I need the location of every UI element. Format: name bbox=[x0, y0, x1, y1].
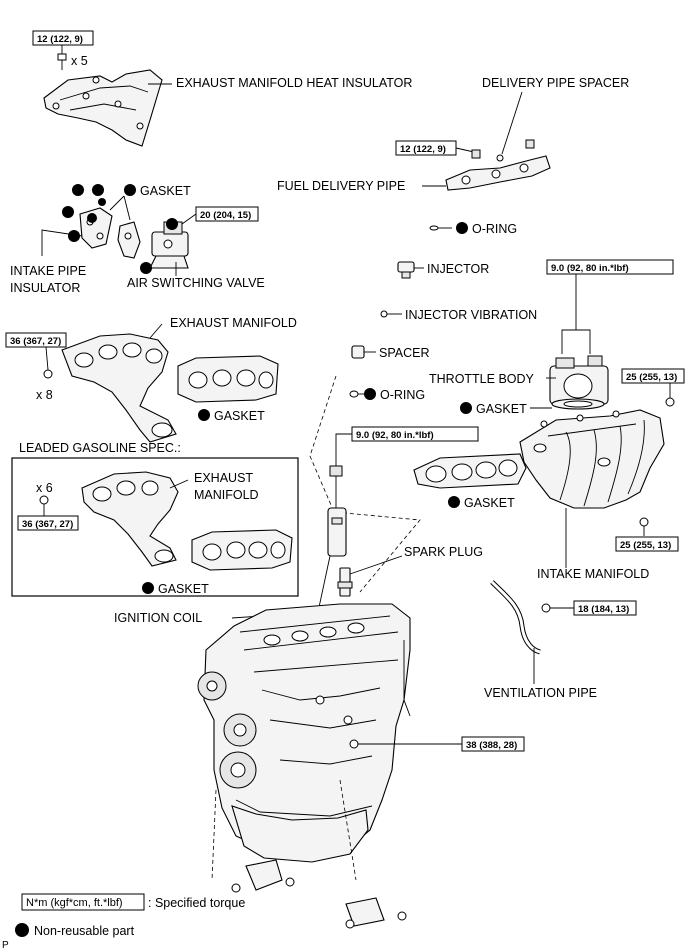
engine-mount-bracket-left bbox=[231, 859, 295, 893]
non-reusable-marker bbox=[124, 184, 136, 196]
ignition-coil bbox=[327, 465, 347, 557]
torque-box-exhaust-manifold-leaded bbox=[17, 515, 79, 531]
leaded-spec-box bbox=[11, 457, 299, 597]
non-reusable-marker bbox=[364, 388, 376, 400]
torque-ventilation-pipe: 18 (184, 13) bbox=[578, 604, 629, 615]
label-exhaust-manifold-heat-insulator: EXHAUST MANIFOLD HEAT INSULATOR bbox=[176, 76, 412, 90]
label-delivery-pipe-spacer: DELIVERY PIPE SPACER bbox=[482, 76, 629, 90]
non-reusable-marker bbox=[456, 222, 468, 234]
label-o-ring-mid: O-RING bbox=[380, 388, 425, 402]
label-gasket-exhaust: GASKET bbox=[214, 409, 265, 423]
injector bbox=[397, 261, 415, 279]
label-injector-vibration: INJECTOR VIBRATION bbox=[405, 308, 537, 322]
gasket-leaded bbox=[191, 529, 293, 571]
label-leaded-spec: LEADED GASOLINE SPEC.: bbox=[19, 441, 181, 455]
label-gasket-top: GASKET bbox=[140, 184, 191, 198]
label-gasket-throttle: GASKET bbox=[476, 402, 527, 416]
air-switching-valve bbox=[149, 221, 189, 269]
intake-pipe-insulator bbox=[79, 207, 113, 249]
throttle-body bbox=[549, 355, 609, 405]
label-exhaust-manifold-leaded-1: EXHAUST bbox=[194, 471, 253, 485]
torque-intake-manifold-upper: 25 (255, 13) bbox=[626, 372, 677, 383]
non-reusable-marker bbox=[460, 402, 472, 414]
label-gasket-intake: GASKET bbox=[464, 496, 515, 510]
corner-code: P bbox=[2, 940, 9, 951]
qty-x6: x 6 bbox=[36, 481, 53, 495]
torque-box-ventilation-pipe bbox=[573, 600, 637, 616]
torque-exhaust-manifold: 36 (367, 27) bbox=[10, 336, 61, 347]
label-o-ring-top: O-RING bbox=[472, 222, 517, 236]
non-reusable-marker bbox=[448, 496, 460, 508]
non-reusable-marker bbox=[142, 582, 154, 594]
label-intake-manifold: INTAKE MANIFOLD bbox=[537, 567, 649, 581]
spark-plug bbox=[337, 567, 353, 597]
non-reusable-marker bbox=[140, 262, 152, 274]
exhaust-gasket bbox=[177, 355, 279, 403]
label-spark-plug: SPARK PLUG bbox=[404, 545, 483, 559]
spacer bbox=[351, 345, 365, 359]
label-intake-pipe-1: INTAKE PIPE bbox=[10, 264, 86, 278]
throttle-gasket bbox=[551, 398, 605, 410]
torque-delivery-pipe: 12 (122, 9) bbox=[400, 144, 446, 155]
torque-box-exhaust-manifold bbox=[5, 332, 67, 348]
torque-engine-mount: 38 (388, 28) bbox=[466, 740, 517, 751]
torque-exhaust-manifold-leaded: 36 (367, 27) bbox=[22, 519, 73, 530]
label-fuel-delivery-pipe: FUEL DELIVERY PIPE bbox=[277, 179, 405, 193]
bolt-icon bbox=[57, 53, 67, 70]
engine-block bbox=[197, 603, 411, 863]
label-gasket-leaded: GASKET bbox=[158, 582, 209, 596]
label-spacer: SPACER bbox=[379, 346, 429, 360]
non-reusable-marker bbox=[198, 409, 210, 421]
label-ventilation-pipe: VENTILATION PIPE bbox=[484, 686, 597, 700]
legend-torque-unit: N*m (kgf*cm, ft.*lbf) bbox=[26, 897, 123, 909]
engine-mount-bracket-right bbox=[345, 897, 407, 929]
label-exhaust-manifold-leaded-2: MANIFOLD bbox=[194, 488, 259, 502]
torque-ignition-coil: 9.0 (92, 80 in.*lbf) bbox=[356, 430, 434, 441]
torque-throttle-body: 9.0 (92, 80 in.*lbf) bbox=[551, 263, 629, 274]
label-throttle-body: THROTTLE BODY bbox=[429, 372, 535, 386]
ventilation-pipe bbox=[490, 580, 551, 655]
intake-gasket bbox=[413, 453, 527, 489]
torque-box-heat-insulator bbox=[32, 30, 94, 46]
torque-box-intake-manifold-lower bbox=[615, 536, 679, 552]
torque-box-throttle-body bbox=[546, 259, 674, 275]
legend-torque-box bbox=[21, 893, 145, 911]
exhaust-manifold-heat-insulator bbox=[43, 69, 163, 147]
qty-x8: x 8 bbox=[36, 388, 53, 402]
torque-intake-manifold-lower: 25 (255, 13) bbox=[620, 540, 671, 551]
label-injector: INJECTOR bbox=[427, 262, 489, 276]
non-reusable-legend-marker bbox=[15, 923, 29, 937]
torque-box-intake-manifold-upper bbox=[621, 368, 685, 384]
label-ignition-coil: IGNITION COIL bbox=[114, 611, 202, 625]
torque-air-switching-valve: 20 (204, 15) bbox=[200, 210, 251, 221]
exhaust-manifold bbox=[61, 333, 177, 443]
fuel-delivery-pipe bbox=[445, 139, 551, 191]
torque-heat-insulator: 12 (122, 9) bbox=[37, 34, 83, 45]
qty-x5: x 5 bbox=[71, 54, 88, 68]
legend-non-reusable: Non-reusable part bbox=[34, 924, 135, 938]
label-intake-pipe-2: INSULATOR bbox=[10, 281, 80, 295]
intake-manifold bbox=[519, 409, 665, 509]
exhaust-manifold-leaded bbox=[81, 471, 179, 567]
label-air-switching-valve: AIR SWITCHING VALVE bbox=[127, 276, 265, 290]
label-exhaust-manifold: EXHAUST MANIFOLD bbox=[170, 316, 297, 330]
gasket-small bbox=[117, 221, 141, 259]
legend-torque-desc: : Specified torque bbox=[148, 896, 245, 910]
